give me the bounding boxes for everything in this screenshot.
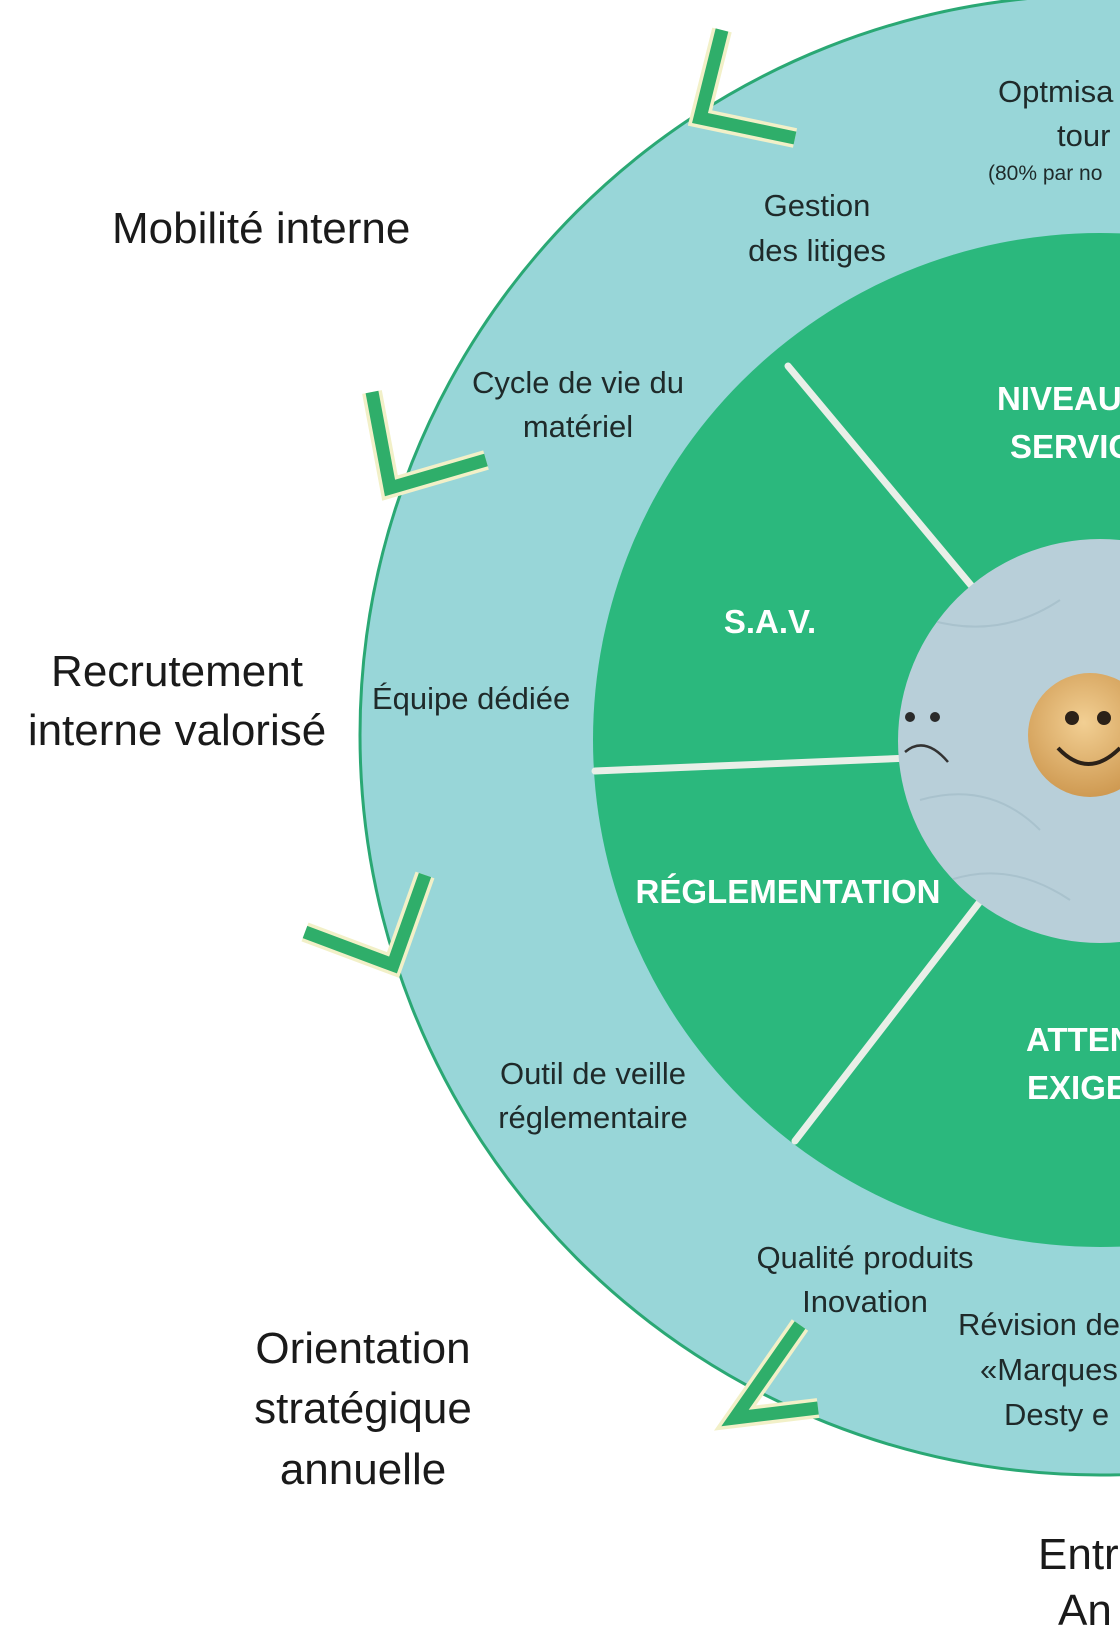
ring-revision-line3: Desty e: [1004, 1397, 1109, 1432]
check-arrow-icon: [721, 1321, 819, 1427]
ring-optim-note: (80% par no: [988, 162, 1102, 185]
label-orientation-line3: annuelle: [280, 1445, 446, 1494]
ring-equipe: Équipe dédiée: [372, 681, 570, 716]
center-background: [898, 539, 1120, 943]
label-entr-line2: An: [1058, 1586, 1112, 1628]
ring-cycle-line1: Cycle de vie du: [472, 365, 684, 400]
divider-sav-reglementation: [591, 754, 914, 775]
check-arrow-icon: [365, 390, 488, 497]
divider-reglementation-attentes: [791, 891, 989, 1145]
check-arrow-icon: [302, 872, 432, 974]
ring-cycle-line2: matériel: [523, 409, 633, 444]
segment-attentes-line2: EXIGE: [1027, 1069, 1120, 1106]
label-recrutement-line1: Recrutement: [51, 647, 303, 696]
label-mobilite-interne: Mobilité interne: [112, 204, 410, 253]
segment-niveau-line1: NIVEAU: [997, 380, 1120, 417]
ring-revision-line1: Révision de: [958, 1307, 1120, 1342]
divider-niveau-sav: [784, 362, 989, 606]
smiley-face-icon: [1028, 673, 1120, 797]
ring-outil-line2: réglementaire: [498, 1100, 688, 1135]
label-recrutement-line2: interne valorisé: [28, 706, 326, 755]
segment-dividers: [591, 362, 989, 1145]
ring-qualite-line1: Qualité produits: [756, 1240, 973, 1275]
ring-outil-line1: Outil de veille: [500, 1056, 686, 1091]
segment-reglementation: RÉGLEMENTATION: [636, 873, 941, 910]
ring-revision-line2: «Marques: [980, 1352, 1118, 1387]
ring-gestion-line1: Gestion: [764, 188, 871, 223]
center-smiley-photo: [898, 539, 1120, 943]
segment-attentes-line1: ATTEN: [1026, 1021, 1120, 1058]
label-orientation-line2: stratégique: [254, 1384, 472, 1433]
segment-niveau-line2: SERVIC: [1010, 428, 1120, 465]
ring-gestion-line2: des litiges: [748, 233, 886, 268]
check-arrow-icon: [692, 28, 797, 145]
label-entr-line1: Entr: [1038, 1530, 1119, 1579]
label-orientation-line1: Orientation: [255, 1324, 470, 1373]
check-arrow-icons: [301, 27, 820, 1431]
ring-qualite-line2: Inovation: [802, 1284, 928, 1319]
ring-optim-line2: tour: [1057, 118, 1110, 153]
ring-optim-line1: Optmisa: [998, 74, 1114, 109]
inner-disc: [593, 233, 1120, 1247]
segment-sav: S.A.V.: [724, 603, 816, 640]
sad-face-icon: [904, 712, 949, 763]
